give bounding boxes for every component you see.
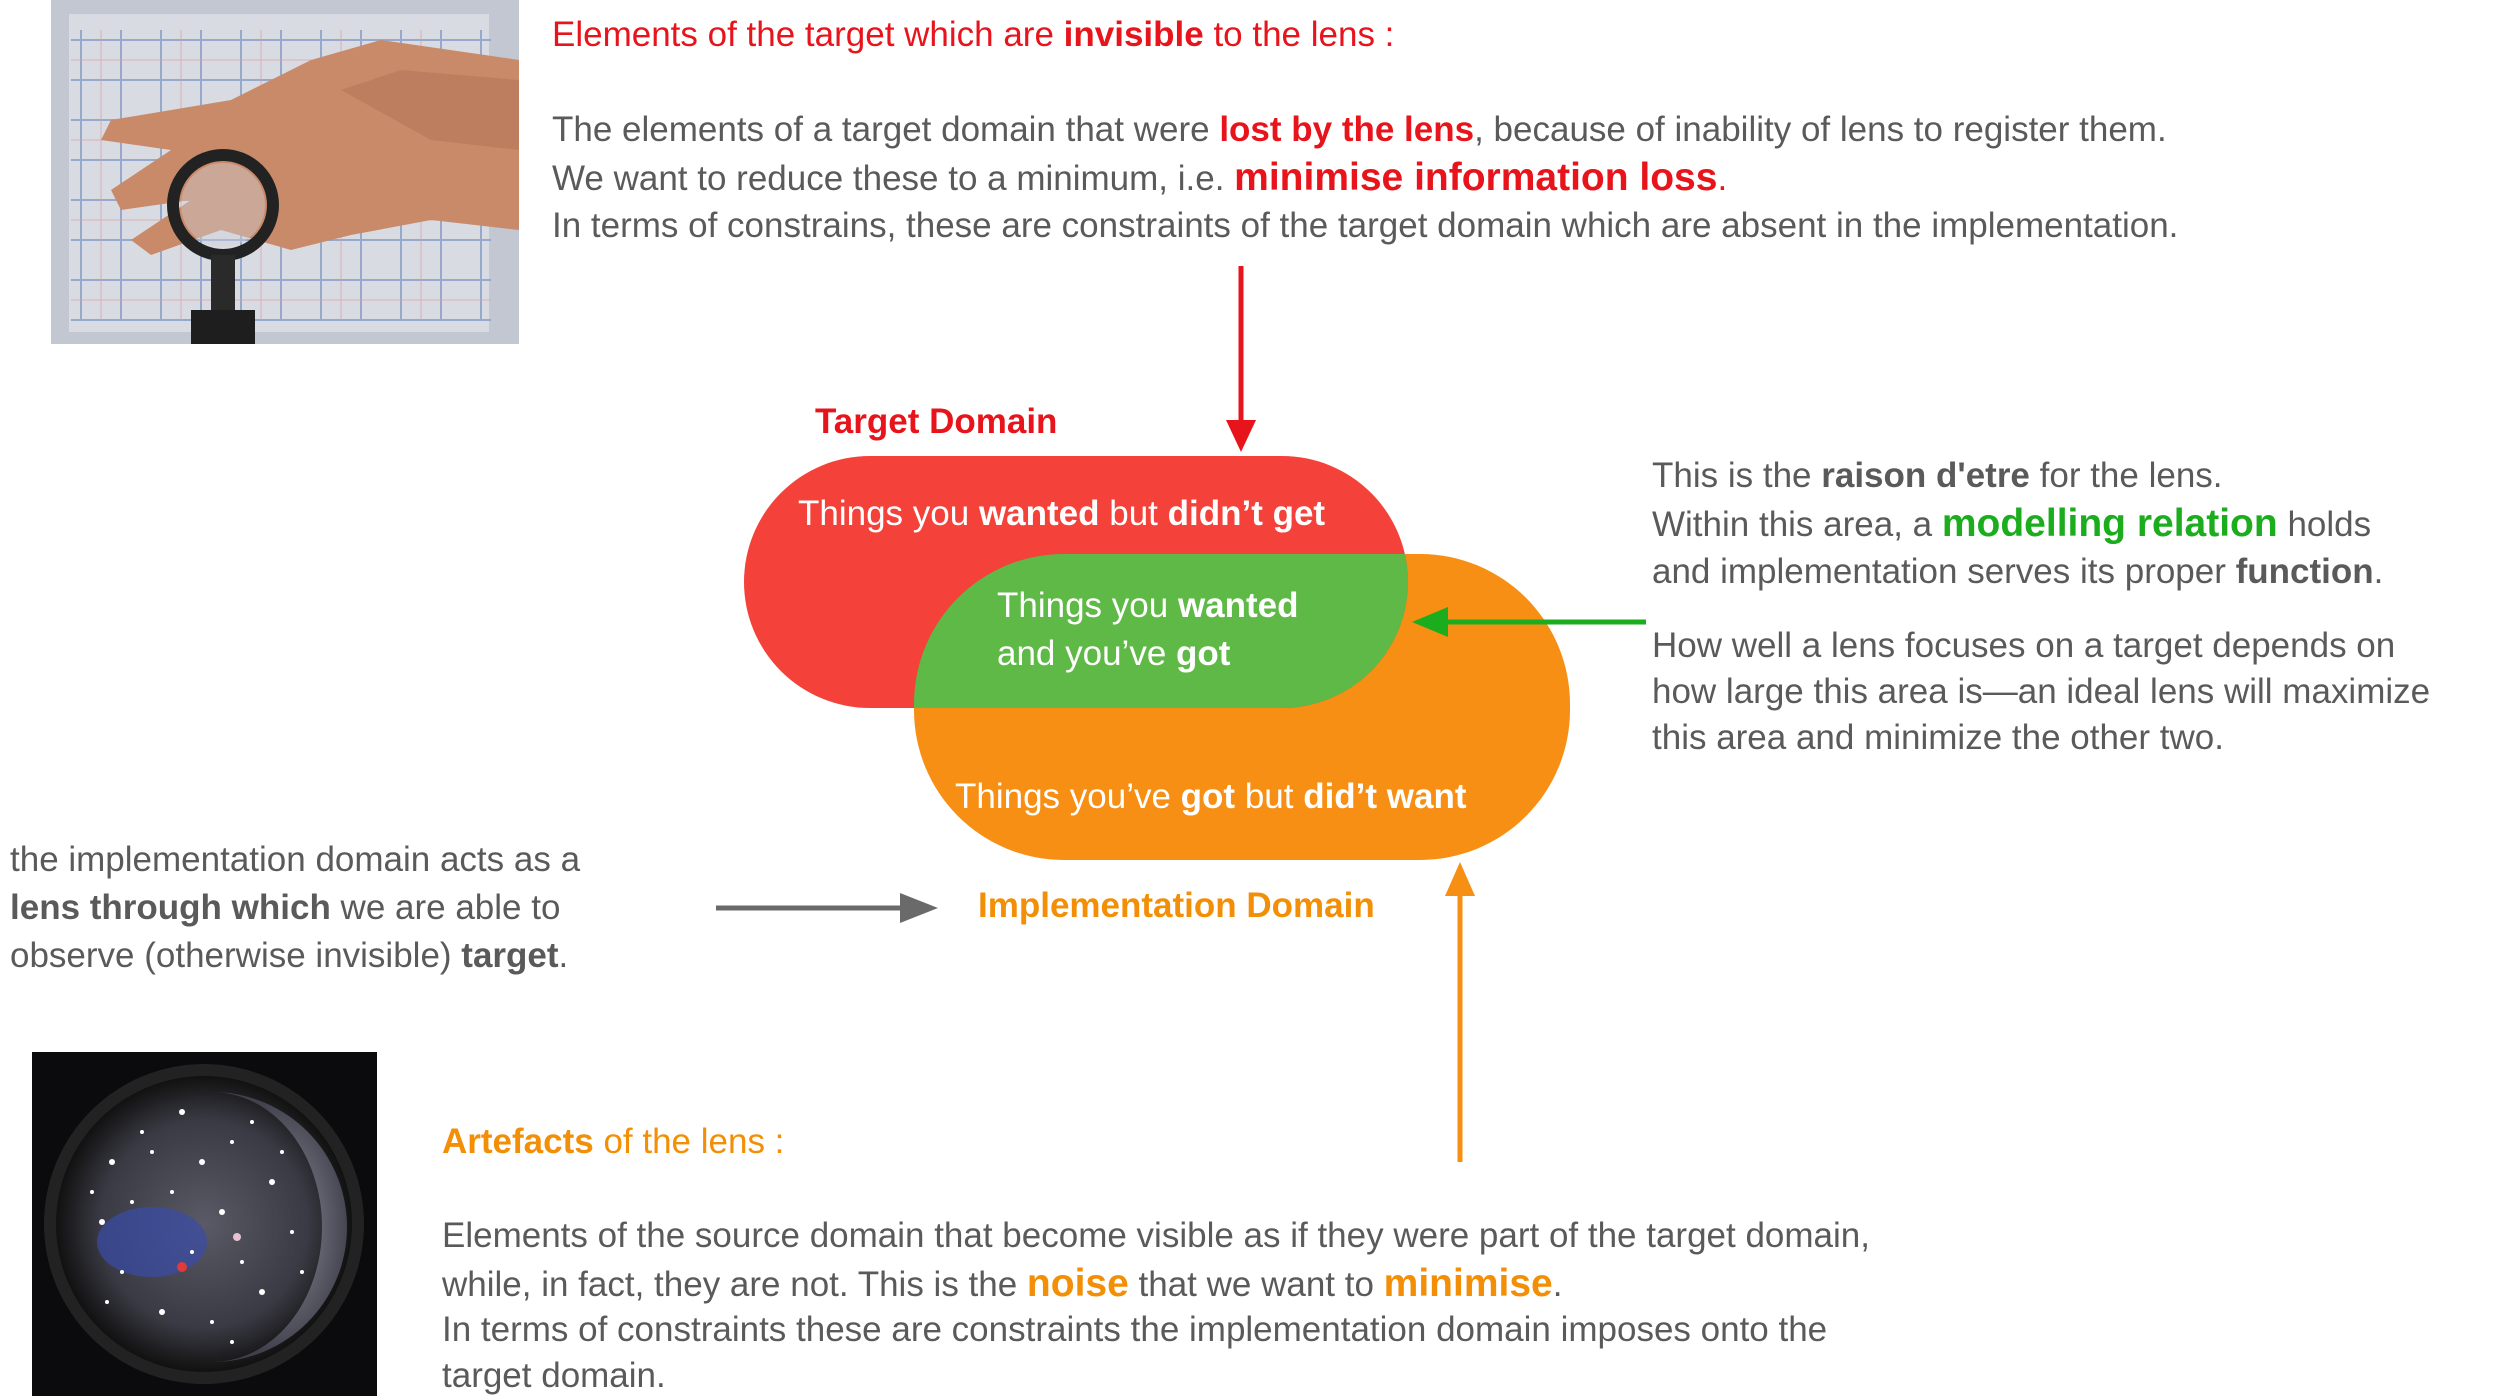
gray-arrow-head: [900, 893, 938, 923]
bottom-line-4: target domain.: [442, 1356, 666, 1395]
artefacts-photo: [32, 1052, 377, 1396]
bottom-l2-a: while, in fact, they are not. This is th…: [442, 1265, 1027, 1304]
orange-region-text-b: got: [1180, 777, 1236, 816]
top-line-1: The elements of a target domain that wer…: [552, 106, 2167, 154]
right-p1-l1-b: raison d'etre: [1821, 456, 2030, 495]
red-arrow-head: [1226, 420, 1256, 452]
right-p1-l1-a: This is the: [1652, 456, 1822, 495]
bottom-line-2: while, in fact, they are not. This is th…: [442, 1260, 1562, 1309]
left-line-1: the implementation domain acts as a: [10, 840, 581, 879]
left-l3-a: observe (otherwise invisible): [10, 936, 462, 975]
orange-region-text-d: did’t want: [1303, 777, 1467, 816]
orange-region-label: Things you’ve got but did’t want: [955, 773, 1467, 821]
right-p1-l1-c: for the lens.: [2029, 456, 2223, 495]
right-p2-line-3: this area and minimize the other two.: [1652, 718, 2224, 757]
right-p1-l3-a: and implementation serves its proper: [1652, 552, 2236, 591]
top-line-2-prefix: We want to reduce these to a minimum, i.…: [552, 159, 1235, 198]
implementation-domain-label: Implementation Domain: [978, 886, 1375, 925]
bottom-line-3: In terms of constraints these are constr…: [442, 1310, 1828, 1349]
top-line-3: In terms of constrains, these are constr…: [552, 206, 2179, 245]
top-line-1-bold: lost by the lens: [1219, 110, 1475, 149]
green-region-line-1-a: Things you: [997, 586, 1178, 625]
artefacts-photo-drawing: [32, 1052, 377, 1396]
red-region-text-d: didn’t get: [1167, 494, 1326, 533]
orange-region-text-a: Things you’ve: [955, 777, 1181, 816]
lens-photo-drawing: [51, 0, 519, 344]
right-p2-line-2: how large this area is—an ideal lens wil…: [1652, 672, 2431, 711]
right-p1-l2-b: modelling relation: [1941, 502, 2278, 545]
top-line-1-suffix: , because of inability of lens to regist…: [1474, 110, 2167, 149]
right-p2-line-1: How well a lens focuses on a target depe…: [1652, 626, 2396, 665]
green-region-line-2-a: and you’ve: [997, 634, 1177, 673]
green-region-label-line-1: Things you wanted: [997, 582, 1299, 630]
bottom-heading: Artefacts of the lens :: [442, 1118, 784, 1166]
left-l2-bold: lens through which: [10, 888, 331, 927]
green-region-line-2-b: got: [1176, 634, 1231, 673]
red-region-label: Things you wanted but didn’t get: [798, 490, 1325, 538]
right-p1-l3-c: .: [2373, 552, 2384, 591]
bottom-l2-e: .: [1552, 1265, 1563, 1304]
red-region-text-b: wanted: [978, 494, 1100, 533]
red-region-text-a: Things you: [798, 494, 979, 533]
right-p1-l2-a: Within this area, a: [1652, 505, 1942, 544]
left-l3-bold: target: [461, 936, 559, 975]
lens-photo: [51, 0, 519, 344]
top-line-2-suffix: .: [1717, 159, 1728, 198]
top-line-2: We want to reduce these to a minimum, i.…: [552, 154, 1727, 203]
bottom-l2-noise: noise: [1026, 1262, 1129, 1305]
orange-region-text-c: but: [1235, 777, 1304, 816]
left-l3-c: .: [558, 936, 569, 975]
right-p1-line-2: Within this area, a modelling relation h…: [1652, 500, 2371, 549]
top-heading-bold: invisible: [1063, 15, 1204, 54]
right-p1-line-1: This is the raison d'etre for the lens.: [1652, 452, 2223, 500]
bottom-l2-minimise: minimise: [1383, 1262, 1553, 1305]
left-l2-rest: we are able to: [330, 888, 561, 927]
bottom-heading-suffix: of the lens :: [593, 1122, 785, 1161]
top-heading-prefix: Elements of the target which are: [552, 15, 1064, 54]
bottom-heading-bold: Artefacts: [442, 1122, 594, 1161]
orange-arrow-head: [1445, 862, 1475, 896]
right-p1-l3-b: function: [2235, 552, 2374, 591]
green-region-line-1-b: wanted: [1177, 586, 1299, 625]
target-domain-label: Target Domain: [815, 402, 1058, 441]
right-p1-line-3: and implementation serves its proper fun…: [1652, 548, 2383, 596]
bottom-l2-c: that we want to: [1128, 1265, 1384, 1304]
right-p1-l2-c: holds: [2277, 505, 2372, 544]
red-region-text-c: but: [1099, 494, 1168, 533]
left-line-2: lens through which we are able to: [10, 884, 560, 932]
bottom-line-1: Elements of the source domain that becom…: [442, 1216, 1870, 1255]
top-line-2-bold: minimise information loss: [1234, 156, 1718, 199]
top-line-1-prefix: The elements of a target domain that wer…: [552, 110, 1220, 149]
green-arrow-head: [1412, 607, 1448, 637]
green-region-label-line-2: and you’ve got: [997, 630, 1230, 678]
top-heading-suffix: to the lens :: [1203, 15, 1395, 54]
left-line-3: observe (otherwise invisible) target.: [10, 932, 568, 980]
top-heading: Elements of the target which are invisib…: [552, 11, 1394, 59]
